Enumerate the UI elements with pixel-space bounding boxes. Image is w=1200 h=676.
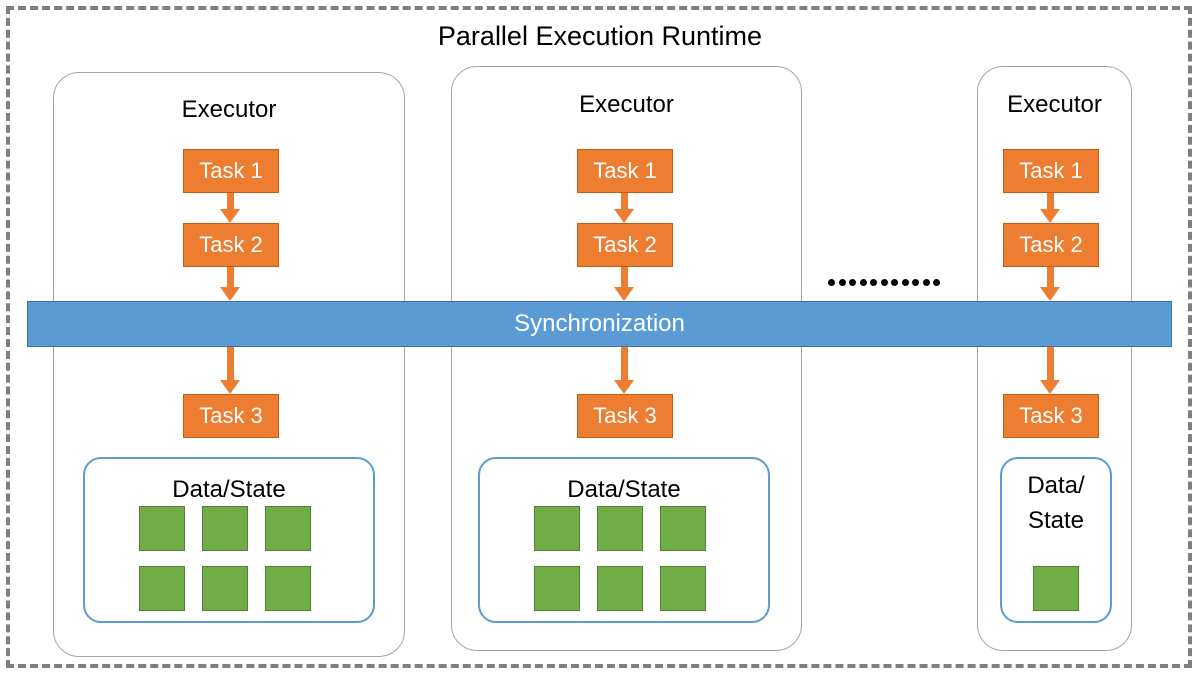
executor-1-arrow-3-stem (227, 347, 234, 380)
executor-2-task-2[interactable]: Task 2 (577, 223, 673, 267)
executor-2-arrow-3-stem (621, 347, 628, 380)
page-title: Parallel Execution Runtime (437, 21, 763, 51)
executor-1-data-cell (202, 566, 248, 611)
executor-2-datastate-label: Data/State (567, 476, 681, 503)
executor-3-datastate-label-line2: State (1027, 507, 1085, 534)
executor-2-container[interactable] (451, 66, 802, 651)
executor-1-data-cell (139, 566, 185, 611)
executor-2-datastate-container[interactable] (478, 457, 770, 623)
executor-3-task-2[interactable]: Task 2 (1003, 223, 1099, 267)
executor-3-arrow-1-head (1040, 209, 1060, 223)
executor-1-task-1[interactable]: Task 1 (183, 149, 279, 193)
executor-3-arrow-1-stem (1047, 193, 1054, 209)
executor-2-arrow-3-head (614, 380, 634, 394)
executor-2-data-cell (534, 566, 580, 611)
executor-3-data-cell (1033, 566, 1079, 611)
executor-2-label: Executor (579, 91, 674, 118)
executor-2-data-cell (660, 566, 706, 611)
executor-1-arrow-1-head (220, 209, 240, 223)
executor-2-data-cell (660, 506, 706, 551)
executor-3-task-1[interactable]: Task 1 (1003, 149, 1099, 193)
executor-2-task-1[interactable]: Task 1 (577, 149, 673, 193)
executor-3-arrow-2-stem (1047, 267, 1054, 287)
executor-2-arrow-1-head (614, 209, 634, 223)
executor-2-task-3[interactable]: Task 3 (577, 394, 673, 438)
executor-3-arrow-2-head (1040, 287, 1060, 301)
executor-1-container[interactable] (53, 72, 405, 657)
executor-1-task-2[interactable]: Task 2 (183, 223, 279, 267)
executor-3-datastate-container[interactable] (1000, 457, 1112, 623)
executor-3-datastate-label-line1: Data/ (1027, 472, 1085, 499)
executor-3-container[interactable] (977, 66, 1132, 651)
synchronization-bar[interactable]: Synchronization (27, 301, 1172, 347)
parallel-execution-runtime-boundary (6, 6, 1192, 668)
executor-1-data-cell (139, 506, 185, 551)
executor-3-task-3[interactable]: Task 3 (1003, 394, 1099, 438)
executor-3-label: Executor (1007, 91, 1102, 118)
executor-2-arrow-2-head (614, 287, 634, 301)
executor-1-arrow-1-stem (227, 193, 234, 209)
executor-1-data-cell (265, 506, 311, 551)
executor-1-arrow-2-head (220, 287, 240, 301)
executor-2-data-cell (534, 506, 580, 551)
executor-1-datastate-container[interactable] (83, 457, 375, 623)
executor-1-task-3[interactable]: Task 3 (183, 394, 279, 438)
executor-3-arrow-3-stem (1047, 347, 1054, 380)
executor-1-data-cell (265, 566, 311, 611)
more-executors-ellipsis-icon (828, 276, 940, 288)
executor-1-data-cell (202, 506, 248, 551)
executor-1-arrow-3-head (220, 380, 240, 394)
executor-1-datastate-label: Data/State (172, 476, 286, 503)
executor-1-arrow-2-stem (227, 267, 234, 287)
executor-3-arrow-3-head (1040, 380, 1060, 394)
executor-1-label: Executor (181, 96, 277, 123)
executor-2-data-cell (597, 566, 643, 611)
executor-2-arrow-1-stem (621, 193, 628, 209)
executor-2-data-cell (597, 506, 643, 551)
executor-2-arrow-2-stem (621, 267, 628, 287)
